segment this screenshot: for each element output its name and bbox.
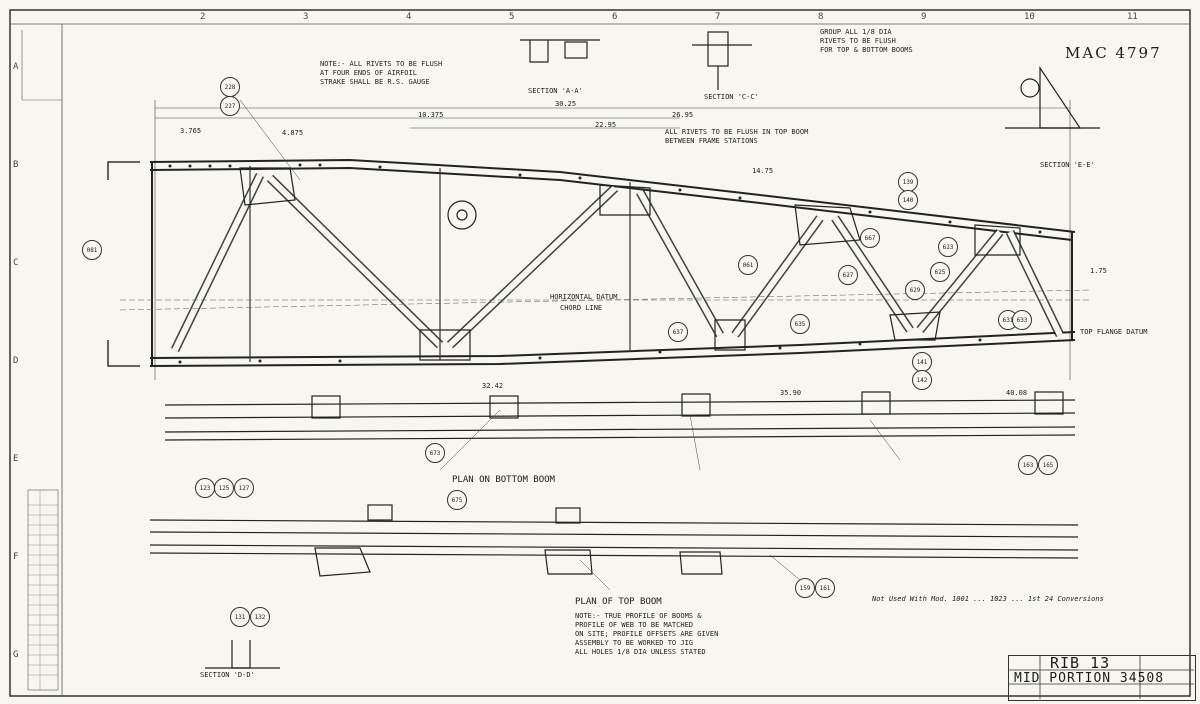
plan-top-boom-title: PLAN OF TOP BOOM <box>575 597 662 607</box>
item-balloon: 673 <box>425 443 445 463</box>
zone-number: 8 <box>818 12 824 22</box>
zone-letter: A <box>13 62 19 72</box>
dimension-label: 32.42 <box>482 382 504 390</box>
plan-bottom-boom-title: PLAN ON BOTTOM BOOM <box>452 475 555 485</box>
item-balloon: 163 <box>1018 455 1038 475</box>
section-title-dd: SECTION 'D-D' <box>200 671 255 679</box>
chord-line-label: CHORD LINE <box>560 304 603 312</box>
item-balloon: 228 <box>220 77 240 97</box>
dimension-label: 22.95 <box>595 121 617 129</box>
zone-number: 9 <box>921 12 927 22</box>
item-balloon: 061 <box>738 255 758 275</box>
item-balloon: 140 <box>898 190 918 210</box>
section-title-aa: SECTION 'A-A' <box>528 87 583 95</box>
zone-letter: B <box>13 160 19 170</box>
handwritten-note: Not Used With Mod. 1001 ... 1023 ... 1st… <box>872 595 1104 603</box>
dimension-label: 40.08 <box>1006 389 1028 397</box>
item-balloon: 081 <box>82 240 102 260</box>
item-balloon: 627 <box>838 265 858 285</box>
zone-number: 11 <box>1127 12 1138 22</box>
item-balloon: 141 <box>912 352 932 372</box>
item-balloon: 161 <box>815 578 835 598</box>
bottom-notes: NOTE:- TRUE PROFILE OF BOOMS & PROFILE O… <box>575 612 719 656</box>
title-block <box>1008 655 1196 701</box>
rivet-group-note: GROUP ALL 1/8 DIA RIVETS TO BE FLUSH FOR… <box>820 28 913 54</box>
item-balloon: 675 <box>447 490 467 510</box>
item-balloon: 131 <box>230 607 250 627</box>
item-balloon: 623 <box>938 237 958 257</box>
item-balloon: 633 <box>1012 310 1032 330</box>
zone-number: 4 <box>406 12 412 22</box>
item-balloon: 142 <box>912 370 932 390</box>
dimension-label: 30.25 <box>555 100 577 108</box>
dimension-label: 35.90 <box>780 389 802 397</box>
dimension-label: 10.375 <box>418 111 444 119</box>
flange-datum-label: TOP FLANGE DATUM <box>1080 328 1148 336</box>
main-note: NOTE:- ALL RIVETS TO BE FLUSH AT FOUR EN… <box>320 60 443 86</box>
item-balloon: 635 <box>790 314 810 334</box>
zone-letter: G <box>13 650 19 660</box>
item-balloon: 132 <box>250 607 270 627</box>
item-balloon: 227 <box>220 96 240 116</box>
zone-letter: E <box>13 454 19 464</box>
item-balloon: 127 <box>234 478 254 498</box>
zone-number: 2 <box>200 12 206 22</box>
item-balloon: 667 <box>860 228 880 248</box>
zone-number: 7 <box>715 12 721 22</box>
horizontal-datum-label: HORIZONTAL DATUM <box>550 293 618 301</box>
zone-number: 6 <box>612 12 618 22</box>
item-balloon: 139 <box>898 172 918 192</box>
top-boom-rivet-note: ALL RIVETS TO BE FLUSH IN TOP BOOM BETWE… <box>665 128 809 145</box>
item-balloon: 125 <box>214 478 234 498</box>
dimension-label: 1.75 <box>1090 267 1107 275</box>
title-number: RIB 13 <box>1050 654 1111 672</box>
zone-letter: F <box>13 552 19 562</box>
zone-letter: C <box>13 258 19 268</box>
section-title-ee: SECTION 'E-E' <box>1040 161 1095 169</box>
item-balloon: 159 <box>795 578 815 598</box>
item-balloon: 629 <box>905 280 925 300</box>
dimension-label: 14.75 <box>752 167 774 175</box>
item-balloon: 637 <box>668 322 688 342</box>
dimension-label: 26.95 <box>672 111 694 119</box>
zone-number: 5 <box>509 12 515 22</box>
zone-number: 3 <box>303 12 309 22</box>
zone-number: 10 <box>1024 12 1035 22</box>
item-balloon: 123 <box>195 478 215 498</box>
item-balloon: 165 <box>1038 455 1058 475</box>
title-line: MID PORTION 34508 <box>1014 671 1165 686</box>
item-balloon: 625 <box>930 262 950 282</box>
section-title-cc: SECTION 'C-C' <box>704 93 759 101</box>
handwritten-reference: MAC 4797 <box>1065 44 1162 62</box>
dimension-label: 4.875 <box>282 129 304 137</box>
dimension-label: 3.765 <box>180 127 202 135</box>
zone-letter: D <box>13 356 19 366</box>
